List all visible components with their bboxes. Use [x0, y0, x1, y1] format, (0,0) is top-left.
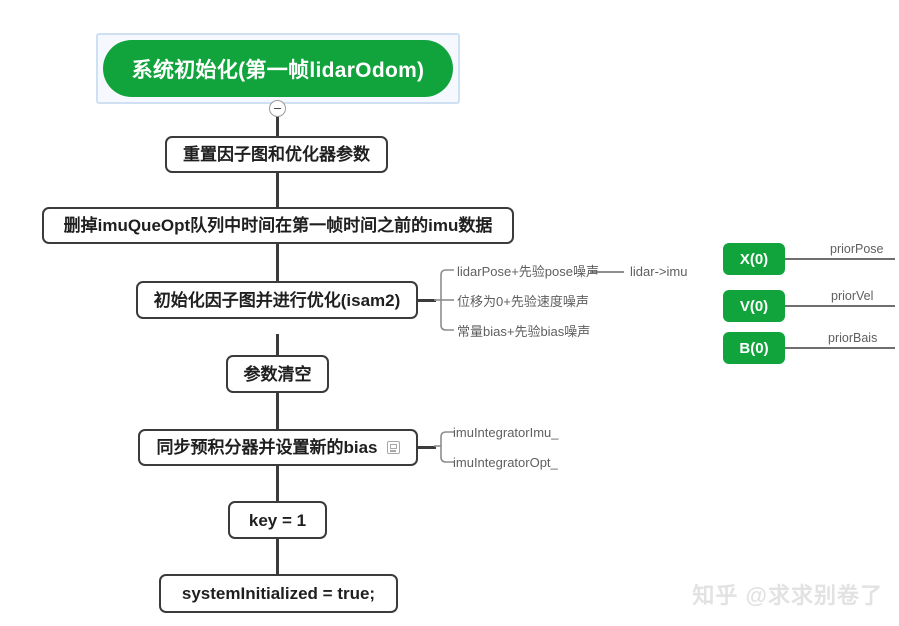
minus-icon: [274, 107, 281, 110]
branch-label-lidar-to-imu: lidar->imu: [630, 264, 688, 279]
label-prior-bais: priorBais: [828, 331, 878, 345]
node-init-factor-graph[interactable]: 初始化因子图并进行优化(isam2): [136, 281, 418, 319]
node-set-initialized-label: systemInitialized = true;: [181, 584, 376, 603]
node-clear-params-label: 参数清空: [243, 364, 312, 384]
node-sync-preintegrator-label: 同步预积分器并设置新的bias: [156, 438, 378, 457]
branch-label-zero-velocity: 位移为0+先验速度噪声: [457, 294, 589, 309]
branch-label-lidar-pose: lidarPose+先验pose噪声: [457, 264, 599, 279]
connector-step2-to-step3: [276, 242, 279, 282]
connector-preintegrator-to-bracket: [418, 446, 436, 449]
node-init-factor-graph-label: 初始化因子图并进行优化(isam2): [153, 290, 401, 310]
node-set-key-label: key = 1: [248, 510, 307, 530]
bracket-integrator-branches: [434, 431, 454, 463]
connector-root-to-step1: [276, 116, 279, 136]
connector-step6-to-step7: [276, 538, 279, 574]
node-reset-graph[interactable]: 重置因子图和优化器参数: [165, 136, 388, 173]
chip-b0[interactable]: B(0): [723, 332, 785, 364]
node-clear-params[interactable]: 参数清空: [226, 355, 329, 393]
label-prior-pose: priorPose: [830, 242, 884, 256]
label-prior-vel: priorVel: [831, 289, 874, 303]
branch-label-imu-integrator-opt: imuIntegratorOpt_: [453, 455, 558, 470]
chip-x0-label: X(0): [739, 250, 769, 268]
connector-b0-to-priorbais: [785, 347, 895, 349]
note-icon[interactable]: [386, 441, 400, 454]
node-set-key[interactable]: key = 1: [228, 501, 327, 539]
node-drop-imu-label: 删掉imuQueOpt队列中时间在第一帧时间之前的imu数据: [63, 216, 493, 235]
bracket-factor-branches: [434, 269, 454, 331]
branch-label-constant-bias: 常量bias+先验bias噪声: [457, 324, 591, 339]
connector-v0-to-priorvel: [785, 305, 895, 307]
connector-x0-to-priorpose: [785, 258, 895, 260]
node-reset-graph-label: 重置因子图和优化器参数: [183, 145, 370, 164]
connector-lidarpose-to-lidarimu: [590, 271, 624, 273]
chip-v0-label: V(0): [739, 297, 769, 315]
connector-step5-to-step6: [276, 465, 279, 501]
root-node[interactable]: 系统初始化(第一帧lidarOdom): [103, 40, 453, 97]
connector-factorgraph-to-bracket: [418, 299, 436, 302]
connector-step1-to-step2: [276, 172, 279, 208]
collapse-toggle-button[interactable]: [269, 100, 286, 117]
connector-step4-to-step5: [276, 392, 279, 429]
watermark: 知乎 @求求别卷了: [692, 583, 883, 608]
connector-step3-to-step4: [276, 334, 279, 356]
chip-v0[interactable]: V(0): [723, 290, 785, 322]
chip-x0[interactable]: X(0): [723, 243, 785, 275]
node-sync-preintegrator[interactable]: 同步预积分器并设置新的bias: [138, 429, 418, 466]
root-node-label: 系统初始化(第一帧lidarOdom): [131, 58, 425, 82]
chip-b0-label: B(0): [739, 339, 769, 357]
branch-label-imu-integrator-imu: imuIntegratorImu_: [453, 425, 559, 440]
node-set-initialized[interactable]: systemInitialized = true;: [159, 574, 398, 613]
node-drop-imu[interactable]: 删掉imuQueOpt队列中时间在第一帧时间之前的imu数据: [42, 207, 514, 244]
